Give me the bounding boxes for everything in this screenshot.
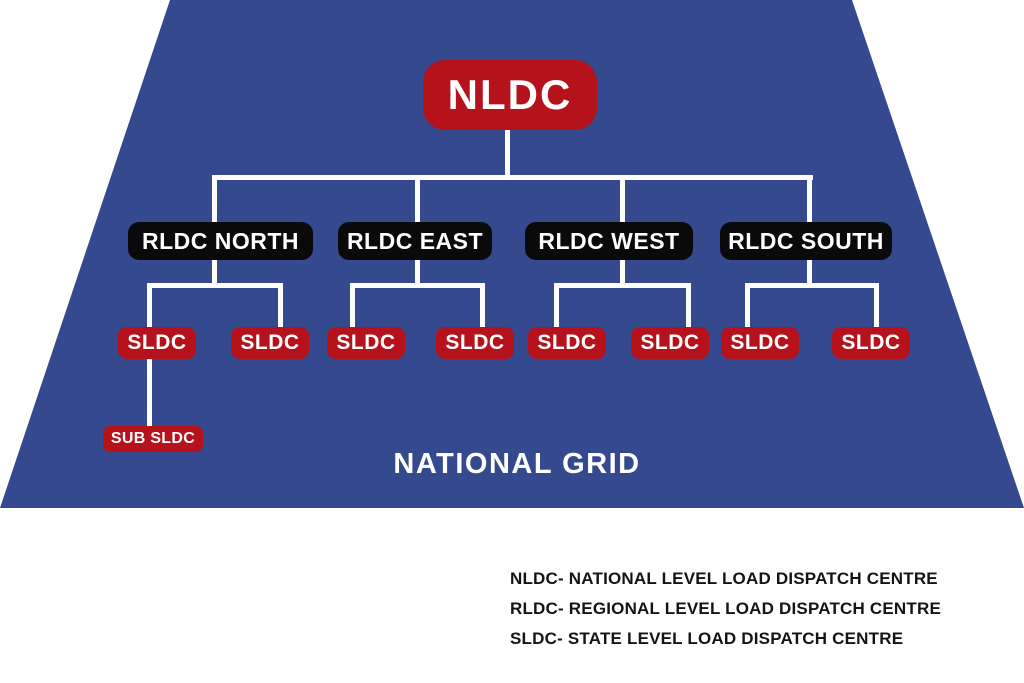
connector-stub-rldc-north — [212, 175, 217, 222]
connector-stub-rldc-east — [415, 175, 420, 222]
connector-west-stem — [620, 260, 625, 286]
node-rldc-east: RLDC EAST — [338, 222, 492, 260]
connector-stub-rldc-south — [807, 175, 812, 222]
node-sldc-north-1: SLDC — [118, 327, 196, 359]
legend: NLDC- NATIONAL LEVEL LOAD DISPATCH CENTR… — [510, 564, 941, 654]
connector-west-horizontal — [554, 283, 691, 288]
national-grid-caption: NATIONAL GRID — [393, 448, 641, 480]
node-sldc-east-1: SLDC — [327, 327, 405, 359]
connector-south-child2 — [874, 283, 879, 327]
connector-north-stem — [212, 260, 217, 286]
connector-subsldc-stem — [147, 359, 152, 427]
node-sldc-west-2: SLDC — [631, 327, 709, 359]
connector-stub-rldc-west — [620, 175, 625, 222]
node-sldc-north-2: SLDC — [231, 327, 309, 359]
connector-south-stem — [807, 260, 812, 286]
connector-nldc-stem — [505, 130, 510, 178]
legend-line-sldc: SLDC- STATE LEVEL LOAD DISPATCH CENTRE — [510, 629, 904, 648]
node-sldc-east-2: SLDC — [436, 327, 514, 359]
legend-line-rldc: RLDC- REGIONAL LEVEL LOAD DISPATCH CENTR… — [510, 599, 942, 618]
node-sub-sldc: SUB SLDC — [103, 426, 203, 452]
node-sldc-south-2: SLDC — [832, 327, 910, 359]
node-rldc-north: RLDC NORTH — [128, 222, 313, 260]
connector-north-horizontal — [147, 283, 283, 288]
connector-south-horizontal — [745, 283, 879, 288]
connector-east-horizontal — [350, 283, 485, 288]
connector-level1-horizontal — [212, 175, 813, 180]
node-sldc-south-1: SLDC — [721, 327, 799, 359]
connector-east-stem — [415, 260, 420, 286]
node-rldc-west: RLDC WEST — [525, 222, 693, 260]
connector-north-child1 — [147, 283, 152, 327]
connector-east-child1 — [350, 283, 355, 327]
connector-east-child2 — [480, 283, 485, 327]
node-sldc-west-1: SLDC — [528, 327, 606, 359]
connector-west-child2 — [686, 283, 691, 327]
connector-west-child1 — [554, 283, 559, 327]
node-nldc: NLDC — [423, 60, 597, 130]
legend-line-nldc: NLDC- NATIONAL LEVEL LOAD DISPATCH CENTR… — [510, 569, 938, 588]
connector-north-child2 — [278, 283, 283, 327]
node-rldc-south: RLDC SOUTH — [720, 222, 892, 260]
connector-south-child1 — [745, 283, 750, 327]
